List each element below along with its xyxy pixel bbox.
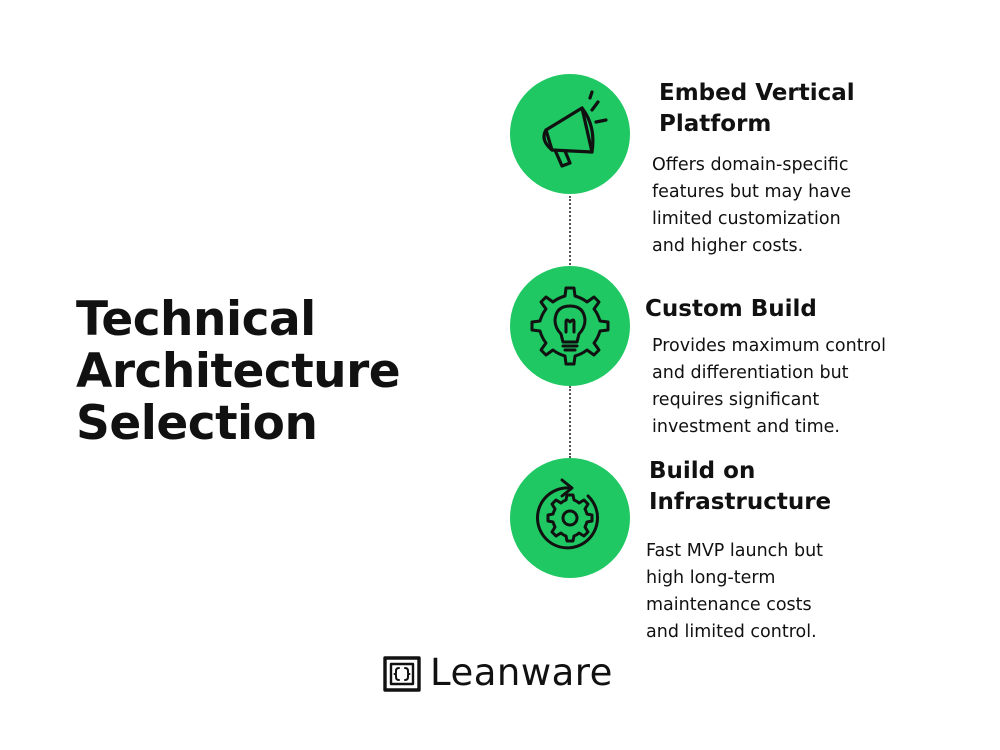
leanware-logo-icon [383, 656, 421, 692]
step-desc-line: and higher costs. [652, 236, 804, 256]
brand-name: Leanware [430, 651, 613, 694]
step-desc-line: limited customization [652, 209, 841, 229]
step-title-line: Infrastructure [649, 489, 832, 515]
step-desc-line: investment and time. [652, 417, 840, 437]
step-title-line: Custom Build [645, 296, 817, 322]
step-desc-line: requires significant [652, 390, 820, 410]
step-desc-line: high long-term [646, 568, 776, 588]
step-desc-line: maintenance costs [646, 595, 812, 615]
step-desc-line: Provides maximum control [652, 336, 886, 356]
gear-lightbulb-icon [530, 286, 610, 366]
page-title-line: Technical [76, 292, 316, 347]
gear-refresh-icon [535, 478, 599, 550]
step-desc-line: and limited control. [646, 622, 817, 642]
step-3-title: Build on Infrastructure [649, 456, 831, 518]
step-desc-line: and differentiation but [652, 363, 849, 383]
step-1-description: Offers domain-specific features but may … [652, 152, 851, 260]
step-desc-line: features but may have [652, 182, 852, 202]
step-desc-line: Offers domain-specific [652, 155, 849, 175]
page-title: Technical Architecture Selection [76, 294, 456, 450]
step-title-line: Platform [659, 111, 772, 137]
step-title-line: Embed Vertical [659, 80, 855, 106]
step-2-icon-circle [510, 266, 630, 386]
step-2-title: Custom Build [645, 294, 817, 325]
page-title-line: Selection [76, 396, 318, 451]
step-1-icon-circle [510, 74, 630, 194]
timeline-connector [569, 386, 571, 458]
step-3-icon-circle [510, 458, 630, 578]
step-desc-line: Fast MVP launch but [646, 541, 824, 561]
step-1-title: Embed Vertical Platform [659, 78, 855, 140]
step-2-description: Provides maximum control and differentia… [652, 333, 886, 441]
step-title-line: Build on [649, 458, 756, 484]
timeline-connector [569, 196, 571, 268]
megaphone-icon [542, 90, 608, 168]
page-title-line: Architecture [76, 344, 401, 399]
step-3-description: Fast MVP launch but high long-term maint… [646, 538, 823, 646]
